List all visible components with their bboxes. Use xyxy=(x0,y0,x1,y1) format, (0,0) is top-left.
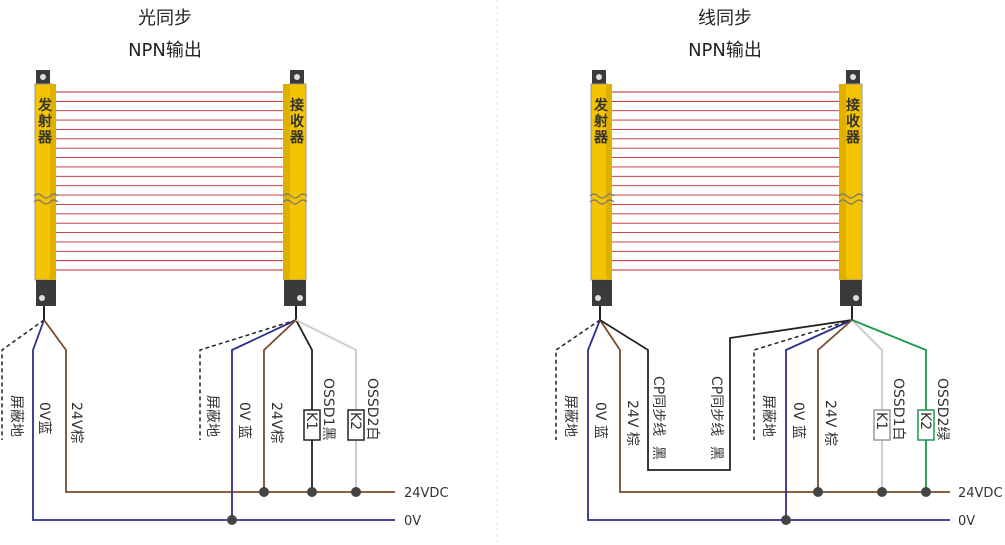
left-receiver-24v-label: 24V棕 xyxy=(268,402,284,443)
left-emitter-shield-label: 屏蔽地 xyxy=(8,395,24,437)
left-k1-label: K1 xyxy=(303,412,319,430)
svg-text:接: 接 xyxy=(290,97,304,114)
right-receiver-ossd2-wire xyxy=(851,319,927,492)
left-receiver-24v-wire xyxy=(263,319,297,492)
right-panel: 线同步 NPN输出 发 射 器 接 收 xyxy=(555,8,1003,529)
left-emitter-24v-wire xyxy=(43,319,395,493)
right-receiver-0v-wire xyxy=(785,319,853,520)
left-receiver-ossd1-wire xyxy=(295,319,313,492)
right-receiver-shield-label: 屏蔽地 xyxy=(760,395,776,437)
right-emitter: 发 射 器 xyxy=(589,70,615,306)
left-receiver-shield-wire xyxy=(199,319,297,440)
right-cp-emitter-color-label: 黑 xyxy=(650,446,666,460)
left-k1-relay xyxy=(303,409,321,441)
left-subtitle: NPN输出 xyxy=(128,40,202,61)
right-receiver-0v-label: 0V 蓝 xyxy=(790,402,806,439)
right-subtitle: NPN输出 xyxy=(688,40,762,61)
right-k2-relay xyxy=(917,409,935,441)
left-emitter-label-3: 器 xyxy=(37,130,53,146)
left-emitter-shield-wire xyxy=(1,319,45,440)
left-ossd2-label: OSSD2白 xyxy=(364,378,380,440)
svg-text:器: 器 xyxy=(289,130,305,146)
right-ossd1-label: OSSD1白 xyxy=(890,378,906,440)
right-light-beams xyxy=(612,91,839,271)
right-receiver: 接 收 器 xyxy=(838,70,864,306)
right-emitter-24v-wire xyxy=(599,319,950,493)
right-cp-receiver-label: CP同步线 xyxy=(708,376,724,436)
right-cp-sync-wire xyxy=(599,319,853,471)
left-emitter-24v-label: 24V棕 xyxy=(68,402,84,443)
left-emitter: 发 射 器 xyxy=(33,70,59,306)
right-0v-label: 0V xyxy=(958,514,975,529)
left-receiver-ossd2-wire xyxy=(295,319,357,492)
svg-text:射: 射 xyxy=(593,113,608,130)
right-cp-receiver-color-label: 黑 xyxy=(708,446,724,460)
right-cp-emitter-label: CP同步线 xyxy=(650,376,666,436)
left-0v-label: 0V xyxy=(404,514,421,529)
left-emitter-label-1: 发 xyxy=(37,97,53,114)
right-ossd2-label: OSSD2绿 xyxy=(934,378,950,440)
right-emitter-24v-label: 24V 棕 xyxy=(624,400,640,446)
right-receiver-24v-wire xyxy=(817,319,853,492)
right-receiver-ossd1-wire xyxy=(851,319,883,492)
right-k1-label: K1 xyxy=(873,412,889,430)
left-emitter-label-2: 射 xyxy=(37,113,52,130)
svg-text:器: 器 xyxy=(593,130,609,146)
left-receiver-0v-label: 0V 蓝 xyxy=(236,402,252,439)
right-emitter-0v-wire xyxy=(587,319,950,521)
right-k2-label: K2 xyxy=(917,412,933,430)
left-emitter-0v-label: 0V蓝 xyxy=(36,402,52,434)
left-receiver-shield-label: 屏蔽地 xyxy=(204,395,220,437)
svg-text:收: 收 xyxy=(290,113,305,130)
left-k2-label: K2 xyxy=(347,412,363,430)
right-emitter-shield-label: 屏蔽地 xyxy=(562,395,578,437)
right-24vdc-label: 24VDC xyxy=(958,486,1003,501)
left-k2-relay xyxy=(347,409,365,441)
right-receiver-24v-label: 24V 棕 xyxy=(822,400,838,446)
right-emitter-0v-label: 0V 蓝 xyxy=(592,402,608,439)
svg-text:接: 接 xyxy=(846,97,860,114)
right-title: 线同步 xyxy=(698,8,752,29)
svg-text:收: 收 xyxy=(846,113,861,130)
left-24vdc-label: 24VDC xyxy=(404,486,449,501)
left-title: 光同步 xyxy=(138,8,192,29)
left-ossd1-label: OSSD1黑 xyxy=(320,378,336,440)
right-k1-relay xyxy=(873,409,891,441)
svg-text:器: 器 xyxy=(845,130,861,146)
left-light-beams xyxy=(56,91,283,271)
left-receiver-0v-wire xyxy=(231,319,297,520)
left-receiver: 接 收 器 xyxy=(282,70,308,306)
left-emitter-0v-wire xyxy=(32,319,395,521)
left-panel: 光同步 NPN输出 发 射 器 接 xyxy=(1,8,449,529)
svg-text:发: 发 xyxy=(593,97,609,114)
